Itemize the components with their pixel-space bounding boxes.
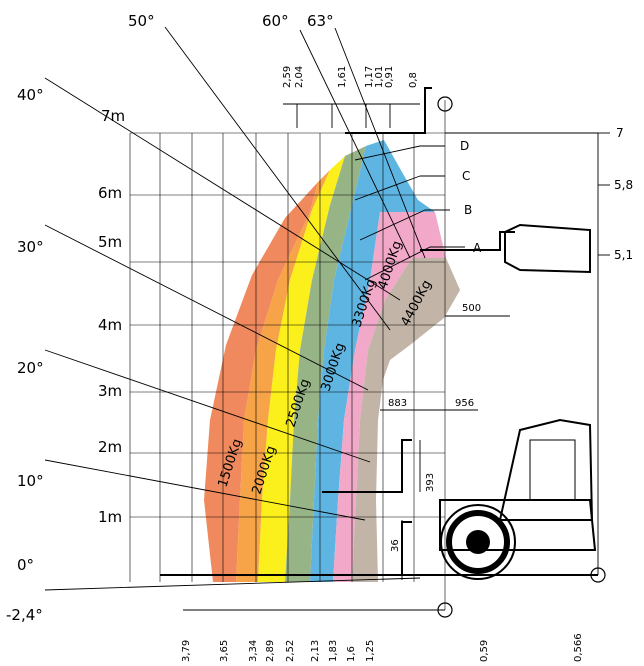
right-dimension: 5,1 <box>614 248 633 262</box>
measurement-36: 36 <box>390 539 401 552</box>
angle-label: 0° <box>17 556 34 574</box>
top-dimension: 1,17 <box>364 66 375 88</box>
height-label: 6m <box>98 184 122 202</box>
reference-circle-bottom <box>437 602 453 618</box>
bottom-dimension-labels: 3,79 3,65 3,34 2,89 2,52 2,13 1,83 1,6 1… <box>181 633 584 662</box>
telehandler <box>439 223 597 580</box>
top-dimension-labels: 2,59 2,04 1,61 1,17 1,01 0,91 0,8 <box>282 66 419 88</box>
top-dimension: 0,91 <box>384 66 395 88</box>
reference-circle-ground <box>590 567 606 583</box>
fork-position-leaders <box>354 145 465 281</box>
bottom-dimension: 3,34 <box>248 640 259 662</box>
front-wheel <box>440 504 516 580</box>
angle-label: 30° <box>17 238 44 256</box>
bottom-dimension: 2,89 <box>265 640 276 662</box>
bottom-dimension: 3,65 <box>219 640 230 662</box>
angle-label: 50° <box>128 12 155 30</box>
reference-circle-top <box>437 96 453 112</box>
measurement-883: 883 <box>388 398 407 409</box>
top-dimension: 2,59 <box>282 66 293 88</box>
bottom-dimension: 1,6 <box>346 646 357 662</box>
cab-window <box>529 439 576 501</box>
top-dimension: 1,61 <box>337 66 348 88</box>
angle-label: 20° <box>17 359 44 377</box>
bottom-dimension: 0,566 <box>573 633 584 662</box>
measurement-393: 393 <box>425 473 436 492</box>
zone-2500kg <box>258 156 345 582</box>
height-label: 2m <box>98 438 122 456</box>
measurement-956: 956 <box>455 398 474 409</box>
zone-1500kg <box>204 182 318 582</box>
bottom-dimension: 0,59 <box>479 640 490 662</box>
angle-label: 40° <box>17 86 44 104</box>
top-dimension: 2,04 <box>294 66 305 88</box>
zone-4400kg <box>352 258 460 582</box>
zone-3000kg <box>285 146 366 582</box>
front-wheel-tyre <box>446 510 510 574</box>
dimension-lines <box>183 103 510 611</box>
fork-position-d: D <box>460 139 469 153</box>
bottom-dimension: 1,83 <box>328 640 339 662</box>
cab <box>498 418 594 521</box>
measurement-500: 500 <box>462 303 481 314</box>
angle-label: 10° <box>17 472 44 490</box>
grid <box>129 100 446 610</box>
zone-3300kg <box>310 140 435 582</box>
raised-boom-head <box>504 223 591 274</box>
height-labels: 7m 6m 5m 4m 3m 2m 1m <box>98 107 125 526</box>
angle-label: -2,4° <box>6 606 43 624</box>
angle-labels: 50° 60° 63° 40° 30° 20° 10° 0° -2,4° <box>6 12 334 624</box>
top-dimension: 1,01 <box>374 66 385 88</box>
height-label: 3m <box>98 382 122 400</box>
bottom-dimension: 3,79 <box>181 640 192 662</box>
top-dimension: 0,8 <box>408 72 419 88</box>
reference-marks <box>437 96 606 618</box>
boom-angle-lines <box>44 26 426 591</box>
right-dimension-labels: 7 5,8 5,1 <box>614 126 633 262</box>
angle-label: 60° <box>262 12 289 30</box>
fork-position-a: A <box>473 241 482 255</box>
right-dimension: 7 <box>616 126 624 140</box>
chassis <box>439 499 597 551</box>
fork-position-b: B <box>464 203 472 217</box>
height-label: 5m <box>98 233 122 251</box>
bottom-dimension: 2,52 <box>285 640 296 662</box>
angle-label: 63° <box>307 12 334 30</box>
height-label: 7m <box>101 107 125 125</box>
right-dimension: 5,8 <box>614 178 633 192</box>
measurement-labels: 500 883 956 393 36 <box>388 303 481 552</box>
height-label: 1m <box>98 508 122 526</box>
fork-position-labels: D C B A <box>460 139 482 255</box>
height-label: 4m <box>98 316 122 334</box>
front-wheel-hub <box>466 530 490 554</box>
zone-2000kg <box>236 170 330 582</box>
fork-position-c: C <box>462 169 470 183</box>
bottom-dimension: 2,13 <box>310 640 321 662</box>
bottom-dimension: 1,25 <box>365 640 376 662</box>
